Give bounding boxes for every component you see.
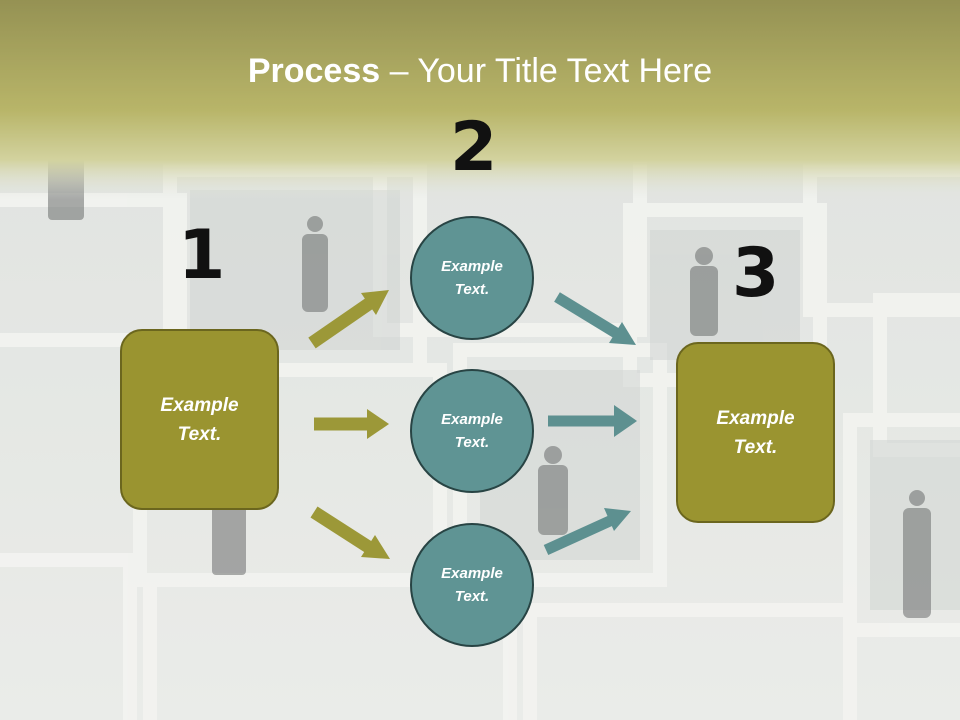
- step-2-text-middle: Example Text.: [441, 411, 503, 451]
- slide-title: Process – Your Title Text Here: [0, 52, 960, 91]
- step-3-box: Example Text.: [676, 342, 835, 523]
- step-number-3: 3: [732, 234, 780, 313]
- step-2-circle-bottom: Example Text.: [410, 523, 534, 647]
- title-rest: – Your Title Text Here: [380, 52, 713, 90]
- step-2-text-top: Example Text.: [441, 258, 503, 298]
- arrow-1-to-bottom: [310, 506, 390, 559]
- arrow-1-to-middle: [314, 409, 389, 439]
- step-2-text-bottom: Example Text.: [441, 565, 503, 605]
- step-number-2: 2: [450, 108, 498, 187]
- step-2-circle-middle: Example Text.: [410, 369, 534, 493]
- arrow-1-to-top: [308, 290, 389, 349]
- step-3-text: Example Text.: [716, 407, 795, 458]
- step-1-box: Example Text.: [120, 329, 279, 510]
- arrow-bottom-to-3: [543, 508, 631, 556]
- step-2-circle-top: Example Text.: [410, 216, 534, 340]
- title-bold: Process: [247, 52, 381, 90]
- step-1-text: Example Text.: [160, 394, 239, 445]
- step-number-1: 1: [178, 216, 226, 295]
- arrow-top-to-3: [554, 292, 636, 345]
- arrow-middle-to-3: [548, 405, 637, 437]
